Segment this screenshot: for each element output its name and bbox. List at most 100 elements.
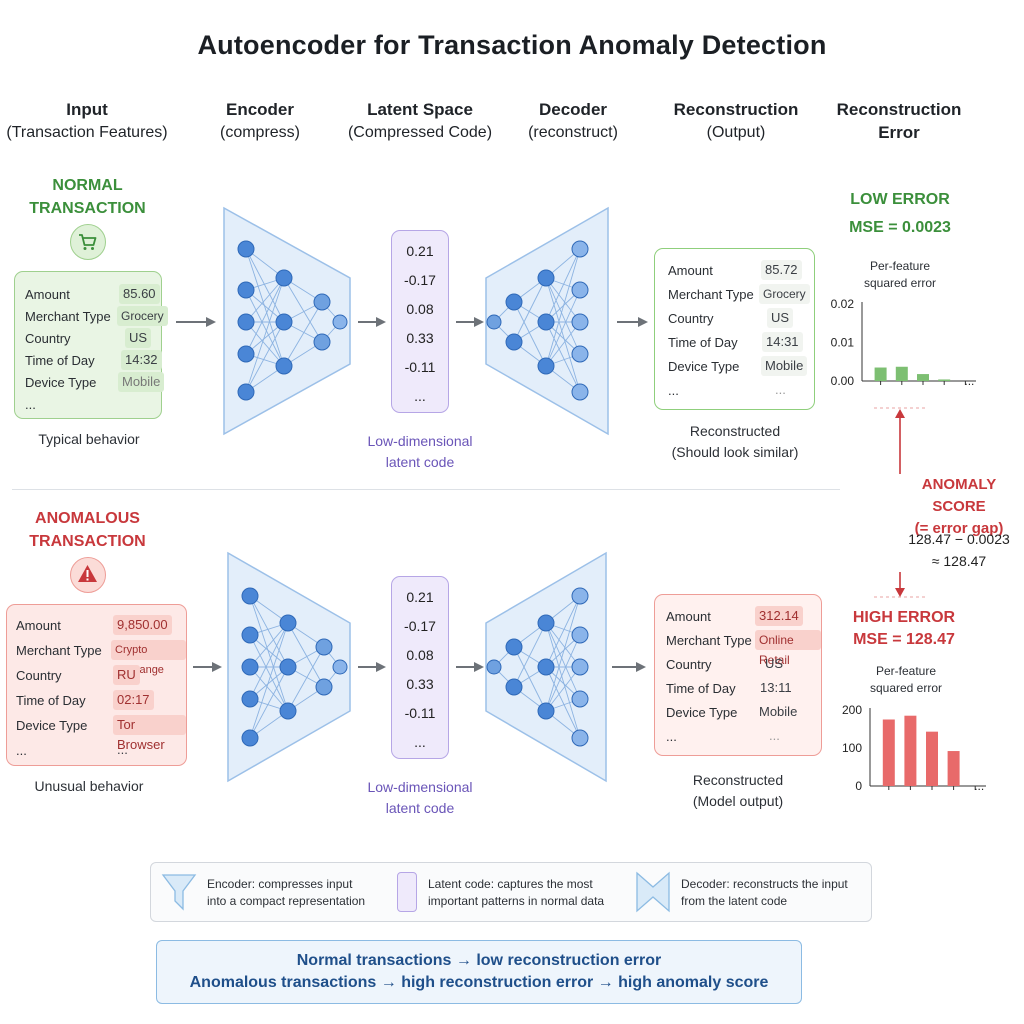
field-value: Tor Browser [113,715,186,752]
column-header-name: Latent Space [367,100,473,119]
normal-decoder-network [485,206,609,436]
field-value: US [767,308,794,328]
field-key: Country [668,311,714,326]
field-key: Merchant Type [25,309,111,324]
encoder-funnel-icon [161,874,197,911]
input-row-device-type: Device Type Tor Browser [7,715,186,752]
legend-box: Encoder: compresses input into a compact… [150,862,872,922]
error-bar [938,379,951,381]
caption-line: Reconstructed [689,423,781,439]
field-value: 14:32 [121,350,162,370]
normal-label-line1: NORMAL [52,177,123,194]
field-key: Time of Day [666,681,736,696]
input-row-country: Country US [15,328,161,350]
latent-value: 0.08 [406,301,434,317]
y-tick-label: 100 [842,741,862,755]
field-key: Device Type [25,375,97,390]
field-key: Device Type [16,718,88,733]
field-key: Amount [666,609,711,624]
anomaly-score-line1: ANOMALY SCORE [921,476,997,515]
recon-row-device-type: Device Type Mobile [655,702,821,724]
column-header-name: Input [66,100,108,119]
field-key: Merchant Type [666,633,752,648]
latent-value: ... [414,734,426,750]
x-tick-label: ... [964,374,974,388]
recon-row-device-type: Device Type Mobile [655,356,814,378]
anomalous-encoder-network [227,551,351,783]
latent-value: 0.33 [406,676,434,692]
field-value: 85.72 [761,260,802,280]
caption-line: Low-dimensional [367,779,473,795]
error-bar [904,715,917,786]
field-value: US [125,328,152,348]
anomaly-score-connector [874,407,926,598]
field-key: Amount [16,618,61,633]
section-divider [12,489,840,490]
chart-title-line: squared error [863,276,937,290]
error-bar [947,751,960,786]
normal-error-chart: 0.000.010.02... [831,297,976,388]
latent-value: -0.17 [404,272,436,288]
shopping-cart-icon [70,224,106,260]
input-row-merchant-type: Merchant Type Grocery [15,306,168,328]
x-tick-label: ... [974,779,984,793]
anomalous-reconstruction-caption: Reconstructed (Model output) [653,770,823,812]
caption-line: (Model output) [692,793,784,809]
anomalous-chart-title: Per-feature squared error [836,663,976,697]
legend-line: Decoder: reconstructs the input [681,877,848,891]
decoder-bowtie-icon [636,871,670,913]
warning-icon [70,557,106,593]
chart-title-line: Per-feature [875,664,937,678]
recon-row-merchant-type: Merchant Type Online Retail [655,630,821,667]
normal-latent-caption: Low-dimensional latent code [345,431,495,473]
field-key: Country [25,331,71,346]
calc-line: 128.47 − 0.0023 [908,531,1010,547]
field-value: RU [113,665,140,685]
field-key: Country [16,668,62,683]
field-value: Online Retail [755,630,821,667]
latent-value: -0.11 [404,705,436,721]
column-header-sub: Error [878,123,920,142]
summary-line1: Normal transactions → low reconstruction… [296,952,662,969]
field-key: Device Type [668,359,740,374]
field-key: ... [16,743,27,758]
recon-row-country: Country US [655,308,814,330]
legend-line: into a compact representation [207,894,366,908]
caption-line: Reconstructed [692,772,784,788]
column-header-name: Encoder [225,100,295,119]
low-error-block: LOW ERROR MSE = 0.0023 [820,186,980,242]
anomaly-score-calculation: 128.47 − 0.0023 ≈ 128.47 [895,528,1023,572]
field-key: ... [666,729,677,744]
anomaly-score-label: ANOMALY SCORE (= error gap) [895,474,1023,540]
anomalous-transaction-label: ANOMALOUS TRANSACTION [10,507,165,553]
anomalous-input-card: Amount 9,850.00 Merchant Type Crypto Exc… [6,604,187,766]
latent-value: -0.17 [404,618,436,634]
y-tick-label: 0 [855,779,862,793]
field-key: Time of Day [668,335,738,350]
field-key: Merchant Type [16,643,102,658]
field-value: 14:31 [762,332,803,352]
field-value: Grocery [759,284,810,304]
high-error-block: HIGH ERROR MSE = 128.47 [824,607,984,651]
column-header-name: Reconstruction [836,100,962,119]
recon-row-country: Country US [655,654,821,676]
latent-value: ... [414,388,426,404]
caption-line: (Should look similar) [671,444,799,460]
field-key: Device Type [666,705,738,720]
column-header-decoder: Decoder (reconstruct) [488,98,658,144]
calc-line: ≈ 128.47 [931,553,987,569]
normal-input-card: Amount 85.60 Merchant Type Grocery Count… [14,271,168,419]
input-row-device-type: Device Type Mobile [15,372,165,394]
column-header-sub: (Output) [706,124,766,141]
low-error-mse: MSE = 0.0023 [849,219,951,236]
field-key: Country [666,657,712,672]
input-row-more: ... [15,394,161,416]
error-bar [895,366,908,381]
column-header-sub: (Compressed Code) [347,124,493,141]
latent-value: 0.21 [406,243,434,259]
anomalous-error-chart: 0100200... [842,703,986,793]
column-header-input: Input (Transaction Features) [2,98,172,144]
anomalous-label-line1: ANOMALOUS [35,510,140,527]
field-value: Mobile [118,372,165,392]
recon-row-time-of-day: Time of Day 13:11 [655,678,821,700]
